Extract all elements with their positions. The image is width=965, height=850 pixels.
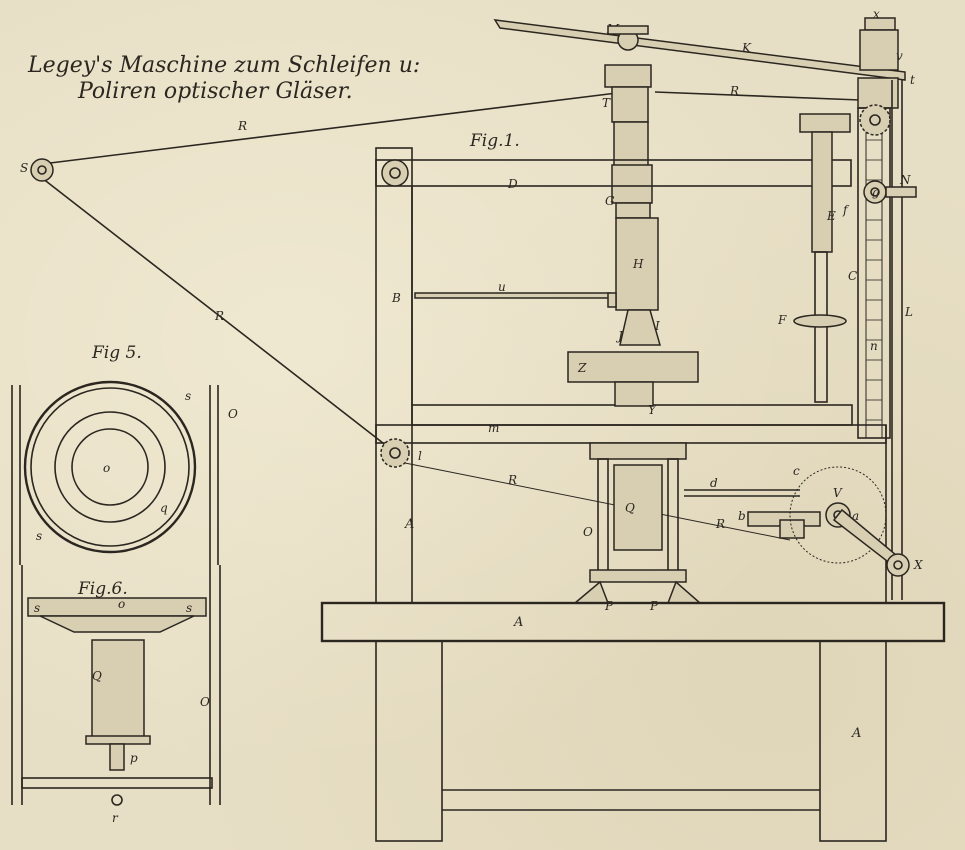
fig5-disc xyxy=(11,380,219,565)
label-s-fig6-left: s xyxy=(34,601,40,615)
label-t: t xyxy=(910,73,915,87)
label-H: H xyxy=(632,257,644,271)
label-R-worm: R xyxy=(715,517,725,531)
label-R-right: R xyxy=(729,84,739,98)
label-f: f xyxy=(842,203,850,217)
label-P-left: P xyxy=(604,599,614,613)
gear-g xyxy=(863,180,917,204)
table-A xyxy=(320,601,946,842)
label-R-lower: R xyxy=(507,473,517,487)
pulley-l xyxy=(380,438,410,468)
label-s-fig6-right: s xyxy=(186,601,192,615)
label-O-fig5: O xyxy=(228,407,238,421)
label-O-fig6: O xyxy=(200,695,210,709)
pulley-S xyxy=(30,158,54,182)
label-n: n xyxy=(870,339,878,353)
label-S: S xyxy=(20,161,28,175)
label-s-fig5-bottom: s xyxy=(36,529,42,543)
label-R-top: R xyxy=(237,119,247,133)
label-r: r xyxy=(112,811,119,825)
label-o-fig5: o xyxy=(103,461,110,475)
fig1-label: Fig.1. xyxy=(469,131,520,151)
main-frame xyxy=(375,147,887,604)
label-T: T xyxy=(602,96,611,110)
disc-F xyxy=(793,314,847,328)
label-K: K xyxy=(741,41,752,55)
label-A-table: A xyxy=(513,615,523,630)
label-b: b xyxy=(738,509,746,523)
label-L: L xyxy=(904,305,913,319)
label-p-fig6: p xyxy=(130,751,138,765)
label-X: X xyxy=(913,558,923,572)
label-I: I xyxy=(654,319,660,333)
label-d: d xyxy=(710,476,718,490)
label-c: c xyxy=(793,464,800,478)
label-B: B xyxy=(391,291,401,305)
rod-d xyxy=(684,489,800,497)
label-s-fig5-top: s xyxy=(185,389,191,403)
spindle-head xyxy=(604,25,661,346)
wheel-V xyxy=(789,466,910,577)
belt-R xyxy=(41,91,861,541)
label-Z: Z xyxy=(577,361,587,375)
label-C: C xyxy=(848,269,857,283)
label-V: V xyxy=(833,486,843,500)
label-F: F xyxy=(777,313,787,327)
fig6-label: Fig.6. xyxy=(77,579,128,599)
side-bar-L xyxy=(891,80,903,600)
label-A-leg: A xyxy=(851,726,861,741)
label-P-right: P xyxy=(649,599,659,613)
label-o-fig6: o xyxy=(118,597,125,611)
spindle-housing-Q xyxy=(572,442,702,604)
label-G: G xyxy=(605,194,615,208)
title-line-1: Legey's Maschine zum Schleifen u: xyxy=(27,53,420,78)
fig5-label: Fig 5. xyxy=(91,343,142,363)
label-x: x xyxy=(873,7,880,21)
label-J: J xyxy=(615,329,624,343)
label-A-frame: A xyxy=(404,517,414,532)
label-a: a xyxy=(852,509,859,523)
grinding-plate-Z xyxy=(567,351,699,407)
rod-u xyxy=(414,292,617,308)
lever-K xyxy=(493,19,906,81)
column-rack-hatching xyxy=(866,139,882,421)
label-m: m xyxy=(488,421,499,435)
pulley-U xyxy=(859,104,891,136)
fig6-assembly xyxy=(11,565,221,806)
label-N: N xyxy=(899,173,911,187)
label-Y: Y xyxy=(648,403,657,417)
label-v: v xyxy=(896,49,903,63)
label-g: g xyxy=(872,185,880,199)
label-Q-fig6: Q xyxy=(92,669,102,683)
label-q: q xyxy=(160,501,168,515)
screw-E xyxy=(799,113,851,403)
pulley-D xyxy=(381,159,409,187)
label-Q: Q xyxy=(625,501,635,515)
label-D: D xyxy=(507,177,518,191)
title-line-2: Poliren optischer Gläser. xyxy=(77,79,353,104)
label-u: u xyxy=(498,280,506,294)
label-E: E xyxy=(826,209,836,223)
label-R-diagonal: R xyxy=(214,309,224,323)
label-O: O xyxy=(583,525,593,539)
label-l: l xyxy=(418,449,422,463)
